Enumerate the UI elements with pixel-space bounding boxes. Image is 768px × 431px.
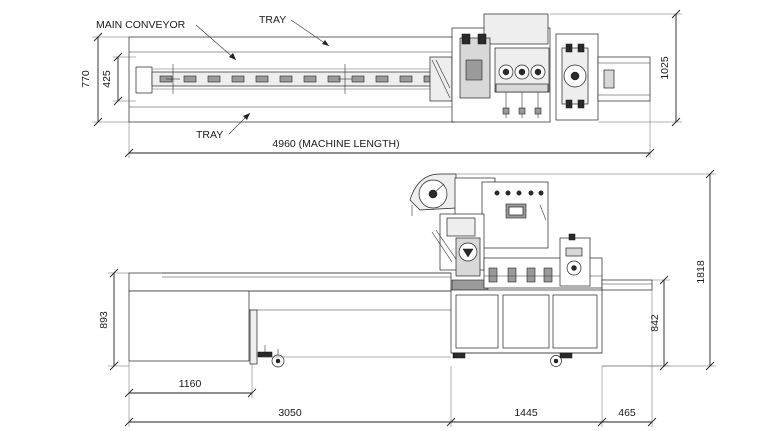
roller-assemblies (494, 47, 550, 118)
dim-3050-label: 3050 (278, 407, 302, 419)
dim-1818-label: 1818 (695, 260, 707, 284)
discharge-conveyor-side (601, 279, 653, 291)
machine-length-label: 4960 (MACHINE LENGTH) (272, 138, 399, 150)
infeed-conveyor-top (128, 272, 452, 292)
conveyor-chain (159, 75, 437, 83)
dim-425-label: 425 (101, 70, 113, 88)
dim-1160-label: 1160 (179, 378, 202, 390)
top-view: 770 425 1025 4960 (MACHINE LENGTH) MAIN … (80, 9, 682, 158)
infeed-end-box (135, 66, 153, 94)
infeed-conveyor-body (128, 290, 250, 362)
tray-bottom-label: TRAY (196, 129, 223, 141)
dim-842-label: 842 (649, 314, 661, 332)
control-buttons (494, 190, 544, 196)
film-reel-unit (409, 173, 457, 216)
dim-893-label: 893 (98, 311, 110, 329)
main-conveyor-label: MAIN CONVEYOR (96, 19, 186, 31)
dim-1025-label: 1025 (659, 56, 671, 80)
tray-top-label: TRAY (259, 14, 286, 26)
dim-1445-label: 1445 (514, 407, 538, 419)
infeed-leg (249, 309, 258, 365)
side-view: 1818 842 893 1160 3050 1445 465 (98, 169, 716, 427)
dim-770-label: 770 (80, 70, 92, 88)
dim-465-label: 465 (618, 407, 636, 419)
film-unit-top (483, 13, 549, 45)
